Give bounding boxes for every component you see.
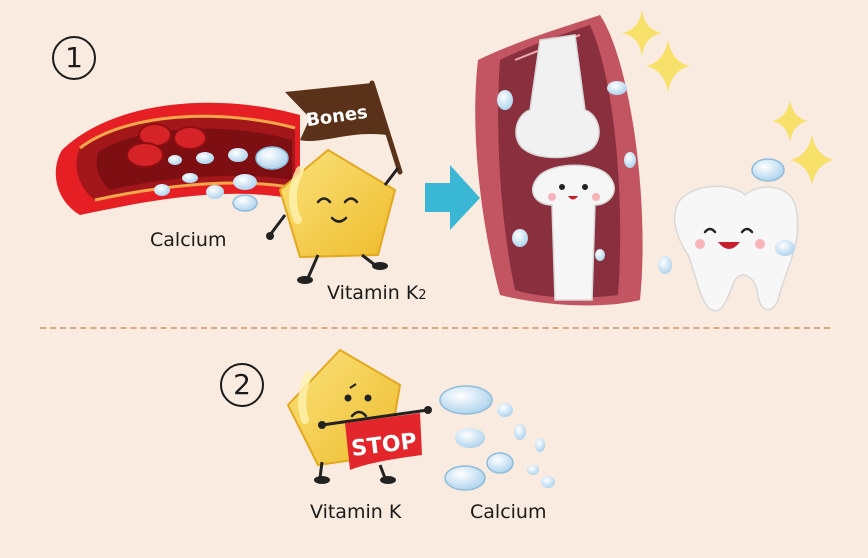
calcium-particle — [497, 90, 513, 110]
sparkle-icon — [772, 100, 808, 142]
calcium-particle — [168, 155, 182, 165]
label-calcium-step1: Calcium — [150, 229, 227, 251]
calcium-particle — [228, 148, 248, 162]
vitamin-k-mascot — [287, 349, 432, 484]
calcium-particle — [595, 249, 605, 261]
calcium-particle — [658, 256, 672, 274]
vitamin-body — [279, 149, 396, 258]
bone-in-vessel — [475, 15, 643, 306]
calcium-particle — [541, 476, 555, 488]
step-number-2: 2 — [220, 363, 264, 407]
calcium-particle — [486, 452, 514, 474]
calcium-particle — [455, 428, 485, 448]
step-number-1-text: 1 — [65, 41, 83, 74]
stop-sign — [345, 413, 422, 470]
calcium-particle — [607, 81, 627, 95]
step-number-1: 1 — [52, 36, 96, 80]
calcium-particle — [182, 173, 198, 183]
calcium-particle — [527, 465, 539, 475]
calcium-particle — [751, 158, 785, 182]
calcium-particle — [497, 403, 513, 417]
red-blood-cell — [173, 126, 207, 150]
vitamin-k2-mascot — [266, 80, 403, 284]
calcium-particle — [196, 152, 214, 164]
flag-pole — [369, 80, 403, 175]
calcium-particle — [233, 174, 257, 190]
calcium-particle — [444, 465, 486, 491]
label-vitamin-k2: Vitamin K2 — [327, 284, 427, 303]
sign-rod — [321, 408, 429, 427]
label-vitamin-k2-text: Vitamin K — [327, 282, 419, 304]
red-blood-cell — [126, 142, 164, 168]
calcium-particle — [775, 240, 795, 256]
blocked-calcium-particles — [439, 385, 555, 491]
calcium-particle — [154, 184, 170, 196]
calcium-particle — [232, 194, 258, 212]
calcium-particle — [206, 185, 224, 199]
calcium-particle — [624, 152, 636, 168]
calcium-particle — [512, 229, 528, 247]
tooth-mascot — [658, 158, 799, 312]
label-vitamin-k2-subscript: 2 — [418, 288, 427, 303]
label-vitamin-k: Vitamin K — [310, 501, 402, 523]
calcium-particle — [255, 146, 289, 170]
calcium-particle — [535, 438, 545, 452]
bones-flag — [285, 83, 386, 142]
calcium-particle — [439, 385, 493, 415]
sparkles — [622, 10, 834, 185]
red-blood-cells — [126, 123, 207, 168]
sparkle-icon — [790, 135, 834, 185]
sparkle-icon — [646, 40, 690, 92]
right-arrow-icon — [425, 165, 480, 230]
sparkle-icon — [622, 10, 662, 56]
label-calcium-step2: Calcium — [470, 501, 547, 523]
calcium-particle — [514, 424, 526, 440]
calcium-particles-around-bone — [497, 81, 636, 261]
calcium-particles-in-vessel — [154, 146, 289, 212]
section-divider — [40, 327, 830, 329]
step-number-2-text: 2 — [233, 368, 251, 401]
